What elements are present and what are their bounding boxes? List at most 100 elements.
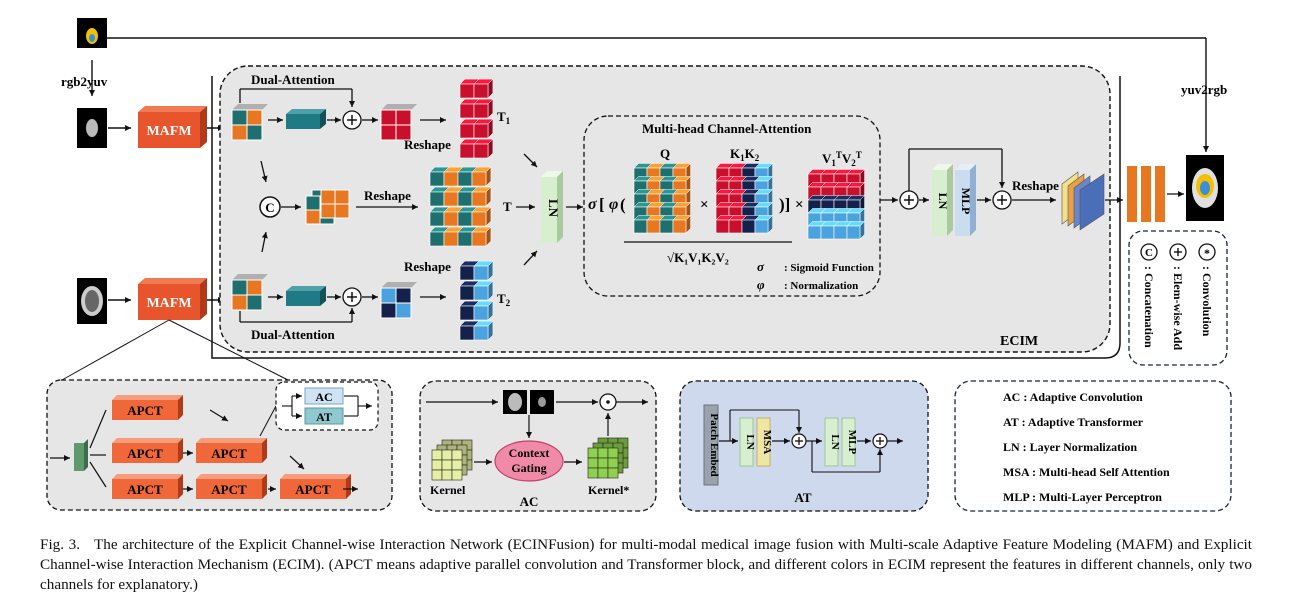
svg-text:C: C	[265, 200, 274, 215]
v-label: V1TV2T	[822, 150, 862, 168]
sqrt-denominator: √K₁V₁K₂V₂	[667, 250, 729, 265]
svg-text:Context: Context	[509, 446, 550, 460]
apct-label: APCT	[295, 482, 331, 497]
svg-text:)]: )]	[779, 195, 790, 214]
top-feature-grid	[231, 104, 268, 141]
t2-stack	[459, 260, 494, 341]
svg-text:(: (	[620, 195, 626, 214]
top-attended-grid	[380, 104, 417, 141]
mafm-top-block: MAFM	[138, 106, 207, 148]
t-stack	[429, 166, 492, 247]
at-ln-block: LN	[739, 417, 756, 467]
msa-block: MSA	[756, 417, 773, 467]
mlp-block: MLP	[955, 164, 976, 236]
apct-label: APCT	[127, 403, 163, 418]
kernel-grid	[431, 439, 473, 481]
legend-concat-text: : Concatenation	[1142, 266, 1156, 348]
k-matrix	[715, 162, 774, 234]
dual-attention-top-label: Dual-Attention	[251, 72, 336, 87]
kernel-label: Kernel	[430, 483, 466, 497]
sigma-symbol: σ	[588, 196, 597, 213]
ecim-label: ECIM	[1000, 334, 1038, 349]
ac-conv-icon	[599, 393, 617, 411]
svg-text:LN: LN	[936, 193, 950, 210]
abbreviation-legend	[954, 380, 1232, 512]
symbol-legend	[1128, 230, 1228, 366]
apct-label: APCT	[127, 482, 163, 497]
apct-label: APCT	[211, 446, 247, 461]
concat-grids	[305, 189, 350, 225]
legend-msa: MSA : Multi-head Self Attention	[1003, 465, 1170, 479]
legend-add-icon	[1169, 243, 1187, 261]
svg-text:[: [	[599, 195, 605, 214]
figure-caption: Fig. 3.The architecture of the Explicit …	[40, 535, 1252, 595]
bottom-feature-grid	[231, 274, 268, 311]
svg-text:*: *	[1204, 246, 1210, 260]
legend-conv-icon: *	[1198, 243, 1216, 261]
mhca-panel	[583, 115, 881, 297]
dual-attention-bottom-label: Dual-Attention	[251, 327, 336, 342]
phi-symbol: φ	[609, 196, 618, 213]
svg-text:LN: LN	[546, 199, 561, 218]
q-matrix	[633, 162, 692, 234]
yuv2rgb-label: yuv2rgb	[1181, 82, 1227, 97]
top-add-icon	[342, 110, 362, 130]
output-feature-stack	[1061, 171, 1105, 231]
architecture-diagram: rgb2yuv yuv2rgb MAFM MAFM ECIM	[46, 18, 1232, 512]
ac-box-label: AC	[315, 390, 332, 404]
sigmoid-legend: : Sigmoid Function	[784, 262, 874, 274]
times-2: ×	[795, 197, 804, 213]
svg-text:σ: σ	[757, 259, 765, 274]
reshape-t2-label: Reshape	[404, 259, 451, 274]
svg-text:Patch Embed: Patch Embed	[708, 413, 720, 476]
add-after-mlp-icon	[992, 190, 1012, 210]
mafm-bottom-block: MAFM	[138, 278, 207, 320]
y-channel-image	[77, 108, 107, 148]
svg-text:Gating: Gating	[511, 461, 546, 475]
kernel-star-label: Kernel*	[588, 483, 629, 497]
svg-text:φ: φ	[757, 277, 765, 292]
caption-text: The architecture of the Explicit Channel…	[40, 536, 1252, 593]
apct-label: APCT	[211, 482, 247, 497]
at-panel-title: AT	[794, 490, 811, 505]
v-matrix	[807, 168, 866, 240]
at-mlp-block: MLP	[841, 417, 858, 467]
t1-label: T1	[497, 109, 511, 126]
mhca-title: Multi-head Channel-Attention	[642, 121, 812, 136]
concat-icon: C	[259, 196, 281, 218]
reshape-out-label: Reshape	[1012, 178, 1059, 193]
svg-text:MSA: MSA	[761, 430, 773, 455]
legend-ac: AC : Adaptive Convolution	[1003, 390, 1143, 404]
q-label: Q	[660, 146, 670, 161]
bottom-add-icon	[342, 287, 362, 307]
context-gating-block: Context Gating	[494, 440, 564, 482]
add-after-mhca-icon	[899, 190, 919, 210]
svg-text:MLP: MLP	[846, 430, 858, 455]
top-attention-block	[286, 109, 326, 129]
mri-image	[77, 278, 107, 324]
caption-fig-number: Fig. 3.	[40, 536, 81, 553]
at-box-label: AT	[316, 410, 332, 424]
legend-concat-icon: C	[1140, 243, 1158, 261]
bottom-attended-grid	[380, 282, 417, 319]
apct-ac-at-zoom	[275, 381, 379, 431]
input-rgb-image	[77, 18, 107, 48]
reshape-t-label: Reshape	[364, 188, 411, 203]
ac-panel-title: AC	[520, 494, 539, 509]
legend-ln: LN : Layer Normalization	[1003, 440, 1137, 454]
svg-text:LN: LN	[744, 434, 756, 449]
ecim-outer-bracket	[211, 76, 1121, 359]
svg-text:MAFM: MAFM	[146, 124, 191, 139]
ln-block: LN	[541, 171, 563, 243]
legend-conv-text: : Convolution	[1200, 266, 1214, 337]
svg-text:MLP: MLP	[959, 188, 973, 215]
legend-add-text: : Elem-wise Add	[1171, 266, 1185, 350]
at-add-icon-1	[791, 433, 807, 449]
k-label: K1K2	[730, 146, 760, 163]
svg-text:C: C	[1145, 247, 1153, 259]
mafm-input-conv	[74, 439, 88, 471]
output-conv-columns	[1127, 166, 1165, 222]
legend-at: AT : Adaptive Transformer	[1003, 415, 1144, 429]
svg-text:MAFM: MAFM	[146, 296, 191, 311]
